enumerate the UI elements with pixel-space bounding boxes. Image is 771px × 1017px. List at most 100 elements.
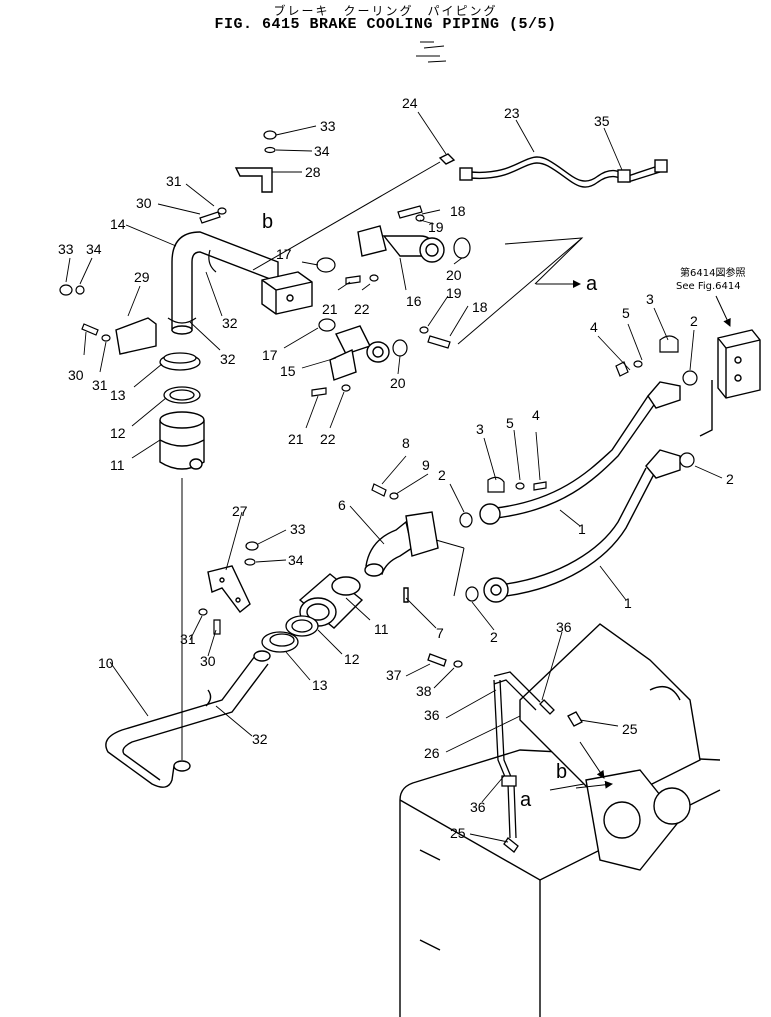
callout-3: 3 — [476, 421, 484, 437]
callout-22: 22 — [320, 431, 336, 447]
callout-14: 14 — [110, 216, 126, 232]
callout-31: 31 — [180, 631, 196, 647]
callout-12: 12 — [110, 425, 126, 441]
callout-numbers: 33 34 28 31 30 14 33 34 29 30 31 32 32 1… — [58, 95, 734, 841]
callout-leaders — [65, 111, 723, 843]
callout-2: 2 — [726, 471, 734, 487]
o-ring-2c-2d — [371, 483, 479, 602]
small-parts-lower-left — [198, 541, 259, 635]
callout-33: 33 — [290, 521, 306, 537]
block-17 — [261, 271, 313, 315]
callout-31: 31 — [166, 173, 182, 189]
callout-36: 36 — [424, 707, 440, 723]
callout-2: 2 — [690, 313, 698, 329]
callout-20: 20 — [390, 375, 406, 391]
callout-27: 27 — [232, 503, 248, 519]
ring-12b — [285, 615, 319, 637]
view-label-a-lower: a — [520, 789, 532, 811]
bracket-27 — [207, 565, 251, 613]
callout-11: 11 — [110, 457, 125, 473]
leader-line-6 — [435, 539, 465, 549]
callout-5: 5 — [506, 415, 514, 431]
callout-26: 26 — [424, 745, 440, 761]
fitting-15 — [329, 325, 390, 381]
callout-15: 15 — [280, 363, 296, 379]
hose-clamp-13b — [261, 631, 299, 653]
callout-32: 32 — [222, 315, 238, 331]
callout-30: 30 — [136, 195, 152, 211]
callout-29: 29 — [134, 269, 150, 285]
callout-10: 10 — [98, 655, 114, 671]
callout-13: 13 — [110, 387, 126, 403]
callout-21: 21 — [288, 431, 304, 447]
hose-clamp-32 — [167, 249, 217, 324]
pipe-1-clamps — [487, 335, 698, 493]
callout-22: 22 — [354, 301, 370, 317]
callout-25: 25 — [450, 825, 466, 841]
callout-33: 33 — [58, 241, 74, 257]
callout-25: 25 — [622, 721, 638, 737]
callout-4: 4 — [532, 407, 540, 423]
tube-23 — [438, 153, 668, 188]
bracket-28 — [234, 167, 273, 193]
view-a-arrow — [457, 237, 584, 345]
elbow-6 — [364, 511, 439, 603]
callout-23: 23 — [504, 105, 520, 121]
callout-16: 16 — [406, 293, 422, 309]
view-arrows-lower — [549, 741, 613, 791]
callout-8: 8 — [402, 435, 410, 451]
reference-note-en: See Fig.6414 — [676, 281, 741, 292]
title-mark — [416, 41, 447, 63]
callout-28: 28 — [305, 164, 321, 180]
callout-34: 34 — [288, 552, 304, 568]
callout-17: 17 — [262, 347, 278, 363]
pipe-10 — [105, 650, 271, 788]
callout-3: 3 — [646, 291, 654, 307]
o-rings-and-bolts — [311, 205, 471, 397]
callout-2: 2 — [490, 629, 498, 645]
callout-6: 6 — [338, 497, 346, 513]
reference-note-jp: 第6414図参照 — [680, 266, 745, 279]
bracket-29 — [115, 317, 157, 355]
transmission-housing — [519, 623, 701, 871]
callout-32: 32 — [220, 351, 236, 367]
reference-arrow — [715, 295, 731, 327]
callout-1: 1 — [624, 595, 632, 611]
callout-35: 35 — [594, 113, 610, 129]
callout-20: 20 — [446, 267, 462, 283]
callout-36: 36 — [556, 619, 572, 635]
callout-31: 31 — [92, 377, 108, 393]
callout-19: 19 — [428, 219, 444, 235]
callout-38: 38 — [416, 683, 432, 699]
callout-34: 34 — [86, 241, 102, 257]
title-japanese: ブレーキ クーリング パイピング — [273, 4, 498, 18]
callout-4: 4 — [590, 319, 598, 335]
hose-clamp-13a — [159, 352, 201, 371]
callout-33: 33 — [320, 118, 336, 134]
callout-32: 32 — [252, 731, 268, 747]
callout-5: 5 — [622, 305, 630, 321]
view-label-b: b — [262, 211, 273, 233]
callout-1: 1 — [578, 521, 586, 537]
ring-12a — [163, 386, 201, 404]
callout-11: 11 — [374, 621, 389, 637]
callout-19: 19 — [446, 285, 462, 301]
callout-7: 7 — [436, 625, 444, 641]
figure-title: FIG. 6415 BRAKE COOLING PIPING (5/5) — [214, 16, 557, 33]
pipe-1-upper — [479, 380, 713, 525]
pipe-1-lower — [483, 449, 681, 603]
callout-34: 34 — [314, 143, 330, 159]
leader-line-b — [252, 161, 441, 271]
hose-11b — [298, 573, 364, 629]
small-parts-upper-left — [59, 130, 277, 342]
valve-block-see-fig — [717, 329, 761, 399]
callout-9: 9 — [422, 457, 430, 473]
view-label-a: a — [586, 273, 598, 295]
callout-17: 17 — [276, 246, 292, 262]
callout-30: 30 — [200, 653, 216, 669]
callout-18: 18 — [472, 299, 488, 315]
callout-21: 21 — [322, 301, 338, 317]
callout-30: 30 — [68, 367, 84, 383]
